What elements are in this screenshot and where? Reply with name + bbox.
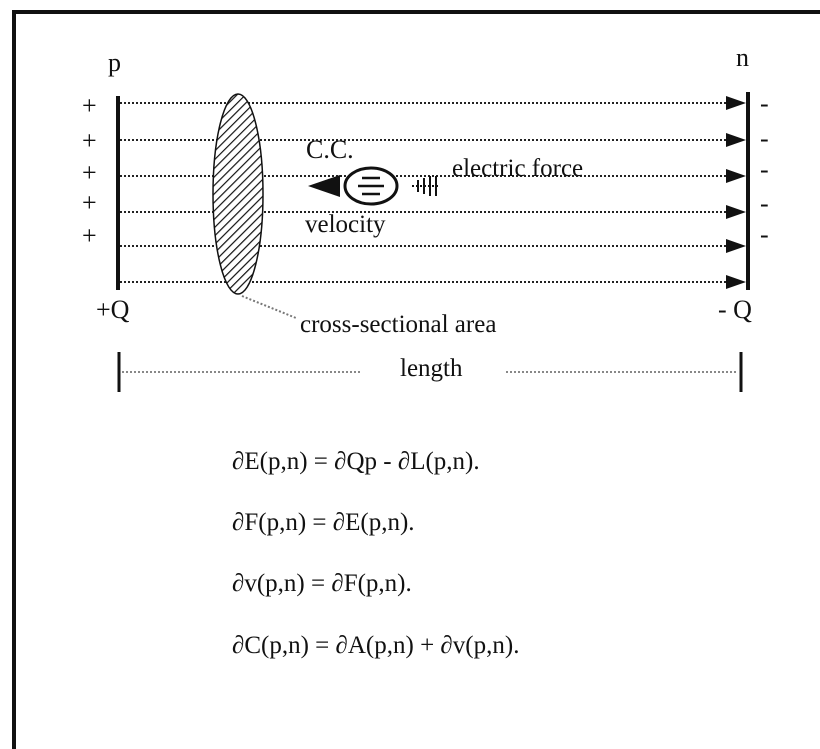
minus-sign: -: [760, 189, 769, 218]
minus-sign: -: [760, 89, 769, 118]
equation-force: ∂F(p,n) = ∂E(p,n).: [232, 509, 415, 537]
equation-current: ∂C(p,n) = ∂A(p,n) + ∂v(p,n).: [232, 632, 519, 660]
equation-velocity: ∂v(p,n) = ∂F(p,n).: [232, 570, 412, 598]
label-cross-sectional-area: cross-sectional area: [300, 311, 496, 338]
velocity-arrow: [308, 175, 340, 197]
plus-sign: +: [82, 221, 97, 250]
label-n: n: [736, 43, 749, 72]
cross-section-ellipse: [213, 94, 263, 294]
minus-sign: -: [760, 220, 769, 249]
label-length: length: [400, 355, 463, 382]
label-velocity: velocity: [305, 211, 386, 238]
plus-sign: +: [82, 126, 97, 155]
cross-section-pointer: [242, 296, 296, 318]
label-p: p: [108, 48, 121, 77]
minus-signs: - - - - -: [760, 89, 769, 249]
force-arrow: [412, 176, 440, 196]
label-electric-force: electric force: [452, 155, 583, 182]
equation-energy: ∂E(p,n) = ∂Qp - ∂L(p,n).: [232, 448, 480, 476]
field-arrowheads: [726, 96, 746, 289]
label-minus-q: - Q: [718, 295, 752, 324]
plus-sign: +: [82, 188, 97, 217]
plus-sign: +: [82, 91, 97, 120]
label-cc: C.C.: [306, 135, 354, 164]
plus-sign: +: [82, 158, 97, 187]
plus-signs: + + + + +: [82, 91, 97, 250]
minus-sign: -: [760, 124, 769, 153]
minus-sign: -: [760, 155, 769, 184]
label-plus-q: +Q: [96, 295, 130, 324]
